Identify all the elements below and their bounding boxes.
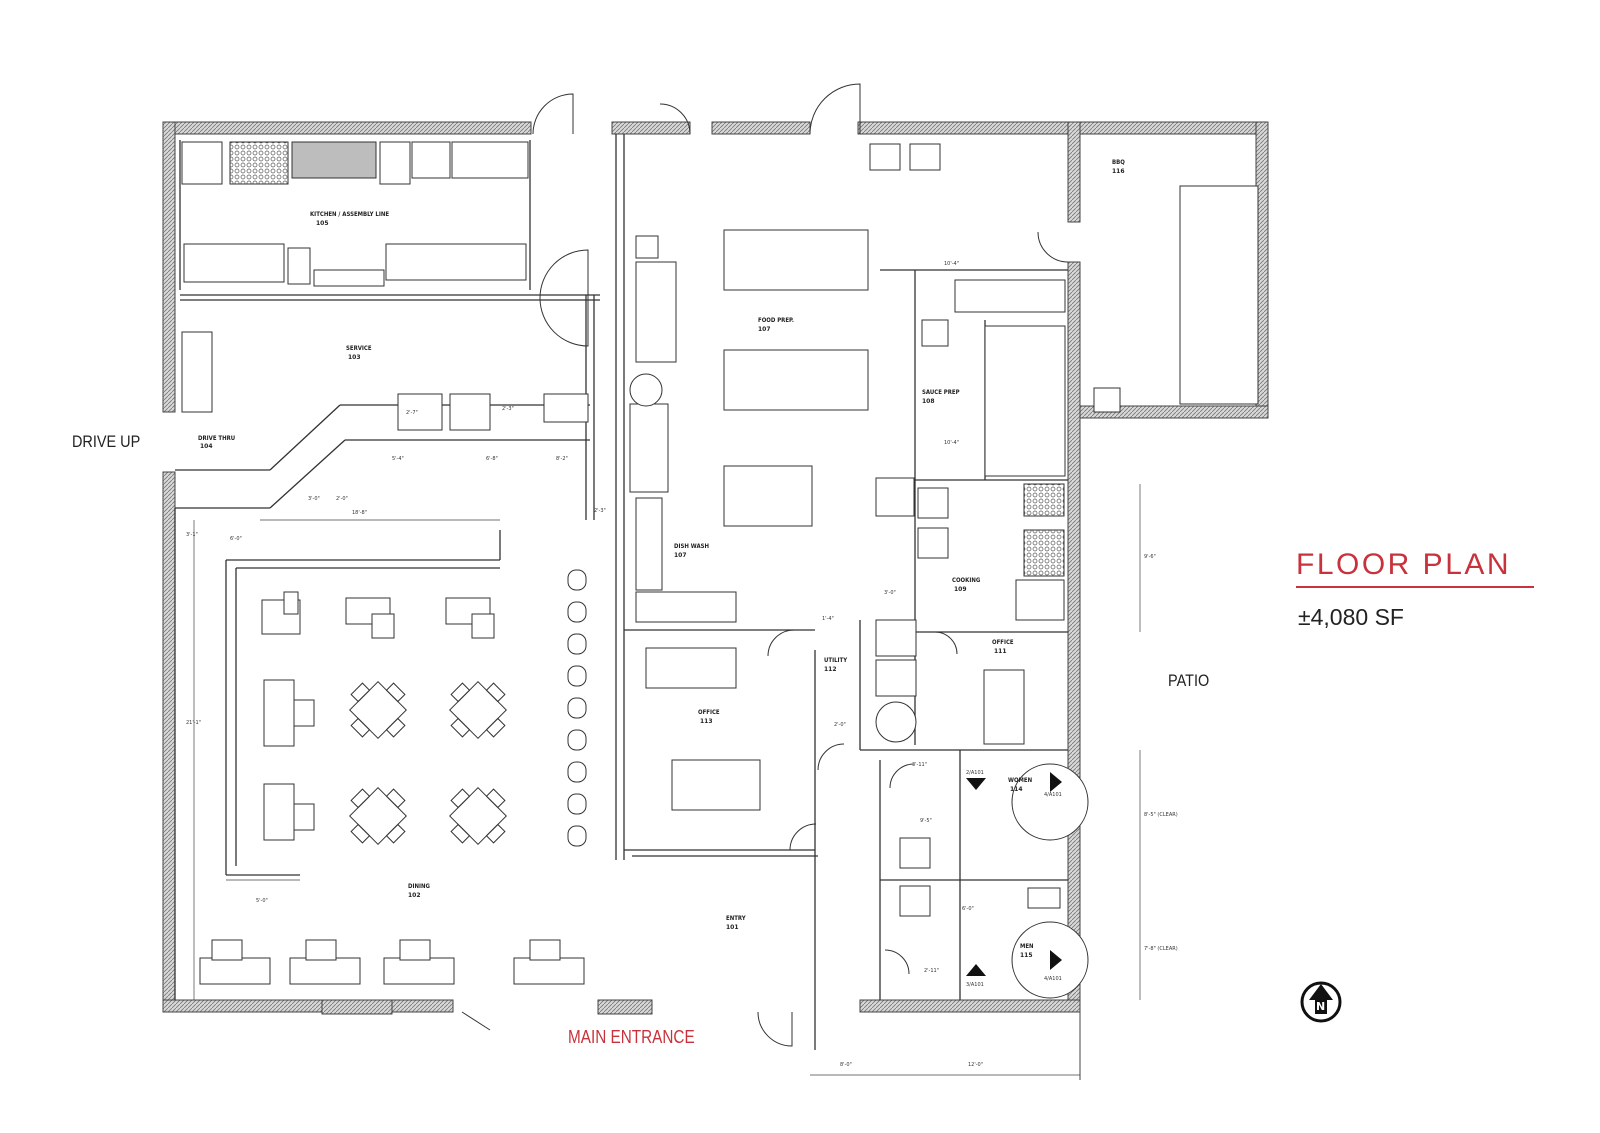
dim-label: 3'-0" [884,590,896,596]
tag-arrow-icon [1050,950,1062,970]
dim-label: 12'-0" [968,1062,983,1068]
room-bbq-number: 116 [1112,168,1125,175]
main-entrance-label: MAIN ENTRANCE [568,1027,695,1047]
tag-arrow-icon [966,778,986,790]
dim-label: 2'-7" [406,410,418,416]
room-food-prep-number: 107 [758,326,771,333]
room-labels: KITCHEN / ASSEMBLY LINE 105 SERVICE 103 … [198,159,1125,959]
dining-chairs [199,569,587,985]
room-bbq-name: BBQ [1112,159,1125,166]
dim-label: 10'-4" [944,440,959,446]
room-men-name: MEN [1020,943,1034,950]
room-office-right-number: 111 [994,648,1007,655]
room-sauce-prep-name: SAUCE PREP [922,389,960,396]
room-service-name: SERVICE [346,345,372,352]
room-dining-name: DINING [408,883,431,890]
dim-label: 8'-0" [840,1062,852,1068]
room-dish-wash-name: DISH WASH [674,543,710,550]
north-arrow-icon: N [1300,981,1342,1023]
dim-label: 2'-0" [834,722,846,728]
tag-arrow-icon [1050,772,1062,792]
dim-label: 9'-6" [1144,554,1156,560]
dim-label: 6'-0" [230,536,242,542]
tag-arrow-icon [966,964,986,976]
dim-label: 21'-1" [186,720,201,726]
dim-label: 1'-4" [822,616,834,622]
dim-label: 6'-0" [962,906,974,912]
section-tags: 2/A101 3/A101 4/A101 4/A101 [966,770,1062,988]
room-dish-wash-number: 107 [674,552,687,559]
room-sauce-prep-number: 108 [922,398,935,405]
dim-label: 6'-8" [486,456,498,462]
room-cooking-number: 109 [954,586,967,593]
room-office-mid-name: OFFICE [698,709,720,716]
dim-label: 3'-11" [912,762,927,768]
room-kitchen-name: KITCHEN / ASSEMBLY LINE [310,211,389,218]
dim-label: 8'-2" [556,456,568,462]
area-label: ±4,080 SF [1298,604,1404,630]
north-letter: N [1316,1000,1325,1013]
dim-label: 3'-1" [186,532,198,538]
tag-label: 4/A101 [1044,792,1062,798]
tag-label: 3/A101 [966,982,984,988]
interior-walls [174,134,1068,1050]
room-men-number: 115 [1020,952,1033,959]
room-drive-thru-number: 104 [200,443,213,450]
room-entry-number: 101 [726,924,739,931]
room-office-right-name: OFFICE [992,639,1014,646]
room-utility-name: UTILITY [824,657,847,664]
dim-label: 5'-0" [256,898,268,904]
tag-label: 2/A101 [966,770,984,776]
room-entry-name: ENTRY [726,915,746,922]
room-women-name: WOMEN [1008,777,1033,784]
dim-label: 2'-3" [502,406,514,412]
drive-up-label: DRIVE UP [72,432,141,451]
exterior-walls [162,121,1269,1015]
room-women-number: 114 [1010,786,1023,793]
room-food-prep-name: FOOD PREP. [758,317,794,324]
room-cooking-name: COOKING [952,577,981,584]
page-title: FLOOR PLAN [1296,548,1512,581]
room-kitchen-number: 105 [316,220,329,227]
four-top-tables [349,681,507,845]
tag-label: 4/A101 [1044,976,1062,982]
dimension-labels: 10'-4" 10'-4" 5'-4" 6'-8" 8'-2" 2'-3" 2'… [186,261,1178,1068]
room-office-mid-number: 113 [700,718,713,725]
room-utility-number: 112 [824,666,837,673]
dim-label: 3'-0" [308,496,320,502]
title-underline [1296,586,1534,588]
dim-label: 10'-4" [944,261,959,267]
dim-label: 2'-11" [924,968,939,974]
dim-label: 2'-0" [336,496,348,502]
dim-label: 5'-4" [392,456,404,462]
dim-label: 7'-8" (CLEAR) [1144,946,1178,952]
dim-label: 8'-5" (CLEAR) [1144,812,1178,818]
dimension-lines [193,484,1141,1076]
room-service-number: 103 [348,354,361,361]
kitchen-equipment [181,141,1259,999]
dim-label: 2'-3" [594,508,606,514]
room-drive-thru-name: DRIVE THRU [198,435,235,442]
dim-label: 18'-8" [352,510,367,516]
dim-label: 9'-5" [920,818,932,824]
doors [461,83,1069,1047]
patio-label: PATIO [1168,671,1210,690]
room-dining-number: 102 [408,892,421,899]
